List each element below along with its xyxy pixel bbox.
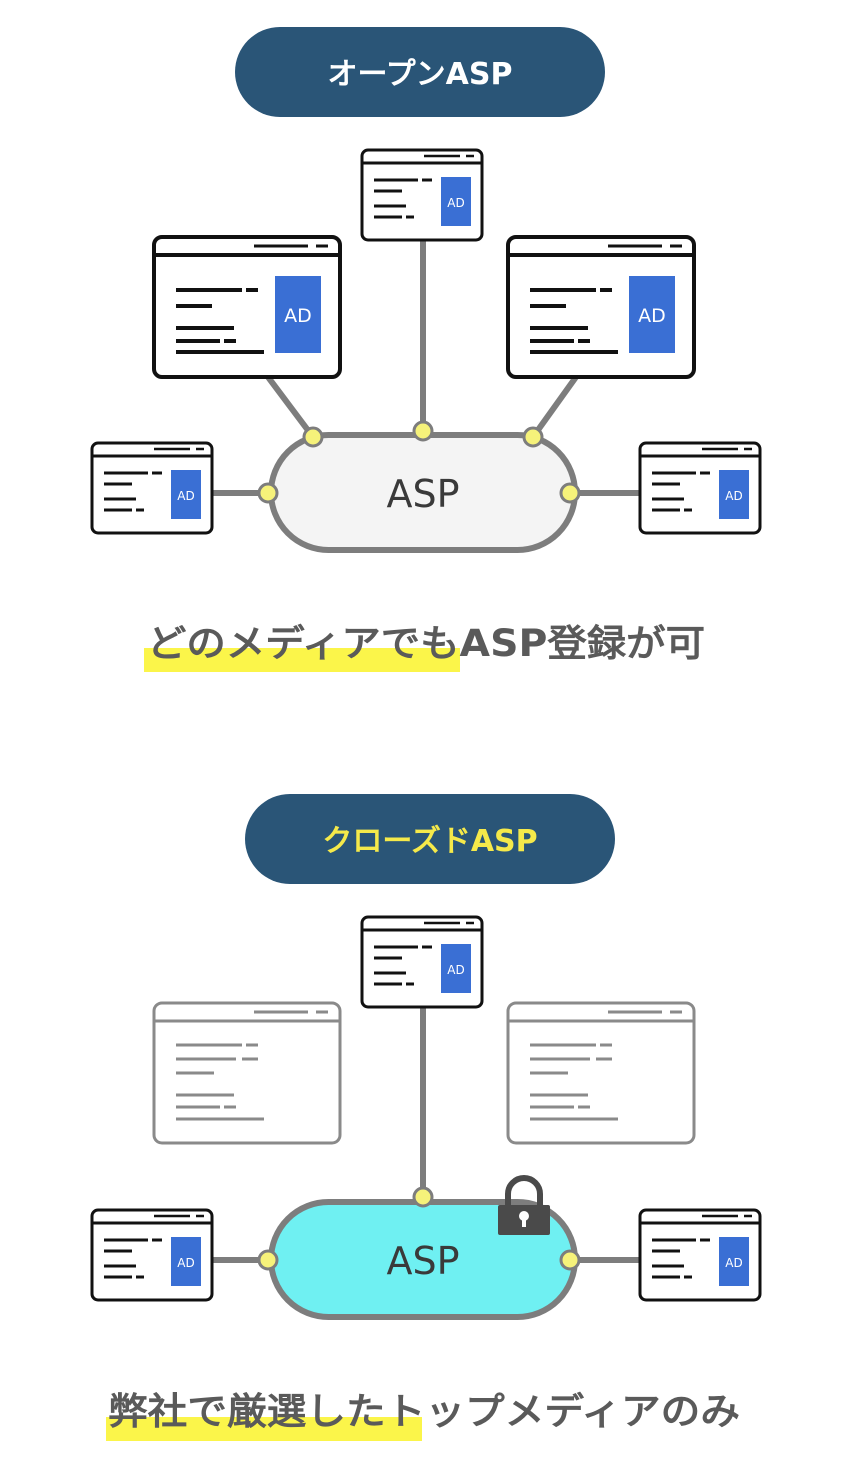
ad-block: [719, 470, 749, 519]
closed-caption-highlight: [106, 1417, 422, 1441]
node: [412, 1186, 434, 1208]
ad-label: AD: [447, 963, 464, 977]
open-caption-highlight: [144, 648, 460, 672]
ad-label: AD: [725, 1256, 742, 1270]
open-asp-hub-label: ASP: [386, 472, 459, 516]
open-caption: どのメディアでもASP登録が可: [147, 622, 705, 665]
node: [257, 482, 279, 504]
open-connection-nodes: [257, 420, 581, 504]
browser-window-icon: AD: [360, 148, 484, 242]
ad-label: AD: [177, 1256, 194, 1270]
ad-label: AD: [447, 196, 464, 210]
browser-window-icon: AD: [90, 1208, 214, 1302]
node: [559, 1249, 581, 1271]
browser-window-icon: AD: [360, 915, 484, 1009]
ad-block: [275, 276, 321, 353]
ad-label: AD: [284, 305, 312, 327]
browser-window-icon: AD: [90, 441, 214, 535]
ad-block: [441, 944, 471, 993]
closed-asp-hub-label: ASP: [386, 1239, 459, 1283]
ad-label: AD: [177, 489, 194, 503]
browser-window-icon: AD: [638, 441, 762, 535]
browser-window-icon: AD: [638, 1208, 762, 1302]
ad-block: [629, 276, 675, 353]
ad-block: [171, 1237, 201, 1286]
ad-block: [171, 470, 201, 519]
node: [257, 1249, 279, 1271]
node: [522, 426, 544, 448]
padlock-icon: [498, 1175, 550, 1235]
ad-label: AD: [725, 489, 742, 503]
browser-window-icon: AD: [152, 235, 342, 379]
browser-window-icon: AD: [506, 235, 696, 379]
closed-asp-title-pill: [245, 794, 615, 884]
closed-asp-section: クローズドASP: [90, 794, 762, 1441]
closed-caption: 弊社で厳選したトップメディアのみ: [108, 1390, 740, 1433]
open-asp-title: オープンASP: [327, 57, 512, 92]
open-asp-title-pill: [235, 27, 605, 117]
ad-block: [719, 1237, 749, 1286]
ad-label: AD: [638, 305, 666, 327]
excluded-media-window: [506, 1001, 696, 1145]
closed-connection-nodes: [257, 1186, 581, 1271]
excluded-media-window: [152, 1001, 342, 1145]
node: [302, 426, 324, 448]
open-asp-section: オープンASP ASP: [90, 27, 762, 672]
ad-block: [441, 177, 471, 226]
node: [412, 420, 434, 442]
closed-asp-title: クローズドASP: [322, 824, 537, 859]
node: [559, 482, 581, 504]
